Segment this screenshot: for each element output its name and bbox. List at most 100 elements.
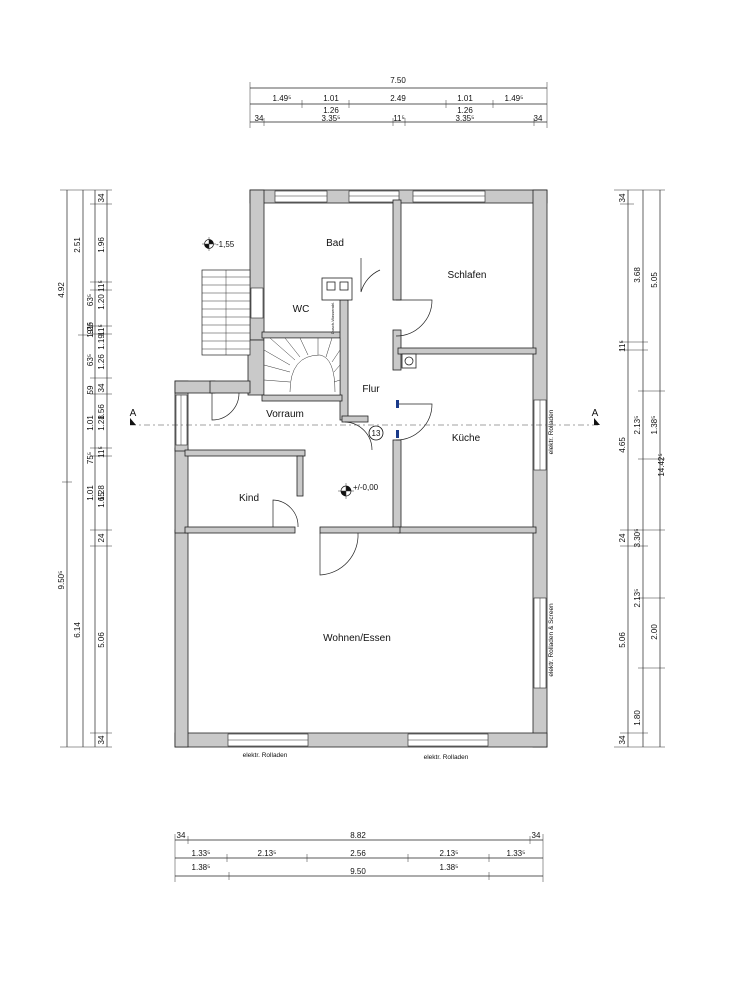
interior-walls <box>184 199 537 534</box>
dim-right: 24 <box>618 533 627 542</box>
room-vorraum: Vorraum <box>266 409 304 420</box>
dim-left: 9.50⁵ <box>57 571 66 590</box>
dim-right: 1.38⁵ <box>650 416 659 435</box>
dim-left: 63⁵ <box>86 354 95 366</box>
top-dimension-chain: 7.50 1.49⁵ 1.01 2.49 1.01 1.49⁵ 1.26 1.2… <box>249 76 548 128</box>
dim-top-seg: 11⁵ <box>393 114 405 123</box>
dim-bottom-seg: 2.56 <box>350 849 366 858</box>
dim-left: 11⁵ <box>97 280 106 292</box>
level-label-floor: +/-0,00 <box>353 483 379 492</box>
note-bottom-right-window: elektr. Rolladen <box>424 754 469 761</box>
dim-left: 1.65 <box>97 492 106 508</box>
windows <box>175 190 547 747</box>
bottom-dimension-chain: 34 8.82 34 1.33⁵ 2.13⁵ 2.56 2.13⁵ 1.33⁵ … <box>174 831 544 882</box>
level-marker-floor: +/-0,00 <box>338 483 379 499</box>
section-label-right: A <box>592 408 599 419</box>
dim-left: 34 <box>97 383 106 392</box>
dim-left: 1.20 <box>97 294 106 310</box>
room-flur: Flur <box>362 384 380 395</box>
notes: elektr. Rolladen elektr. Rolladen & Scre… <box>243 302 555 761</box>
dim-left: 1.56 <box>97 404 106 420</box>
dim-left: 1.96 <box>97 237 106 253</box>
dim-right: 2.00 <box>650 624 659 640</box>
dim-left: 5.06 <box>97 632 106 648</box>
dim-left: 11⁵ <box>97 324 106 336</box>
dim-bottom-seg: 1.38⁵ <box>440 863 459 872</box>
dim-left: 6.14 <box>73 622 82 638</box>
room-kind: Kind <box>239 493 259 504</box>
dim-left: 1.26 <box>86 322 95 338</box>
dim-left: 1.01 <box>86 485 95 501</box>
dim-top-seg: 1.01 <box>323 94 339 103</box>
level-label-stair: -1,55 <box>216 240 235 249</box>
note-wc-drain: Dusch-Wasserabl. <box>330 302 335 335</box>
dim-right: 3.68 <box>633 267 642 283</box>
dim-left: 91⁵ <box>86 322 95 334</box>
shaft-chimney <box>321 277 417 369</box>
room-wohnen-essen: Wohnen/Essen <box>323 633 391 644</box>
note-wohnen-window-right: elektr. Rolladen & Screen <box>548 603 555 677</box>
dim-top-seg: 2.49 <box>390 94 406 103</box>
level-marker-stair: -1,55 <box>202 237 235 251</box>
dim-bottom-seg: 34 <box>532 831 541 840</box>
room-labels: Bad Schlafen WC Flur Vorraum Küche Kind … <box>239 238 486 644</box>
dim-left: 59 <box>86 385 95 394</box>
room-schlafen: Schlafen <box>448 270 487 281</box>
dim-left: 4.92 <box>57 282 66 298</box>
dim-right: 5.06 <box>618 632 627 648</box>
dim-bottom-seg: 2.13⁵ <box>258 849 277 858</box>
dim-bottom-seg: 34 <box>177 831 186 840</box>
dim-left: 2.51 <box>73 237 82 253</box>
dim-right: 11⁵ <box>618 340 627 352</box>
stair-step-count-label: 13 <box>372 429 381 438</box>
room-wc: WC <box>293 304 310 315</box>
dim-right: 34 <box>618 735 627 744</box>
dim-left: 1.28 <box>97 415 106 431</box>
dim-bottom-seg: 1.33⁵ <box>192 849 211 858</box>
dim-right: 5.05 <box>650 272 659 288</box>
dim-top-seg: 1.49⁵ <box>505 94 524 103</box>
inner-stair <box>263 337 341 396</box>
note-kueche-window: elektr. Rolladen <box>548 409 555 454</box>
dim-left: 1.26 <box>97 354 106 370</box>
note-bottom-left-window: elektr. Rolladen <box>243 752 288 759</box>
dim-right: 2.13⁵ <box>633 416 642 435</box>
dim-bottom-seg: 1.38⁵ <box>192 863 211 872</box>
section-label-left: A <box>130 408 137 419</box>
room-kueche: Küche <box>452 433 481 444</box>
left-dim-labels: 4.92 9.50⁵ 2.51 6.14 63⁵ 91⁵ 63⁵ 59 1.01… <box>57 193 106 744</box>
dim-bottom-total: 9.50 <box>350 867 366 876</box>
dim-right: 1.80 <box>633 710 642 726</box>
dim-right: 2.13⁵ <box>633 589 642 608</box>
dim-top-seg: 34 <box>255 114 264 123</box>
doors <box>211 258 433 576</box>
dim-right-total: 14.42⁵ <box>657 453 666 476</box>
dim-left: 34 <box>97 735 106 744</box>
dim-top-seg: 1.01 <box>457 94 473 103</box>
dim-top-total: 7.50 <box>390 76 406 85</box>
outer-stair <box>201 269 251 356</box>
dim-top-seg: 34 <box>534 114 543 123</box>
door-stops <box>396 400 399 438</box>
dim-bottom-seg: 1.33⁵ <box>507 849 526 858</box>
right-dimension-chain: 34 11⁵ 24 5.06 34 3.68 2.13⁵ 3.30⁵ 2.13⁵… <box>614 189 666 748</box>
dim-left: 24 <box>97 533 106 542</box>
dim-left: 75⁵ <box>86 452 95 464</box>
dim-left: 34 <box>97 193 106 202</box>
dim-top-seg: 1.26 <box>457 106 473 115</box>
dim-top-seg: 3.35⁵ <box>322 114 341 123</box>
dim-top-seg: 3.35⁵ <box>456 114 475 123</box>
dim-left: 11⁵ <box>97 446 106 458</box>
dim-top-seg: 1.26 <box>323 106 339 115</box>
dim-left: 1.28 <box>97 485 106 501</box>
dim-right: 34 <box>618 193 627 202</box>
dim-left: 1.01 <box>86 415 95 431</box>
dim-left: 1.19 <box>97 334 106 350</box>
dim-right: 4.65 <box>618 437 627 453</box>
dim-bottom-total: 8.82 <box>350 831 366 840</box>
dim-right: 3.30⁵ <box>633 529 642 548</box>
dim-bottom-seg: 2.13⁵ <box>440 849 459 858</box>
section-line: A A <box>130 408 600 426</box>
left-dimension-chain: 4.92 9.50⁵ 2.51 6.14 63⁵ 91⁵ 63⁵ 59 1.01… <box>57 189 112 748</box>
